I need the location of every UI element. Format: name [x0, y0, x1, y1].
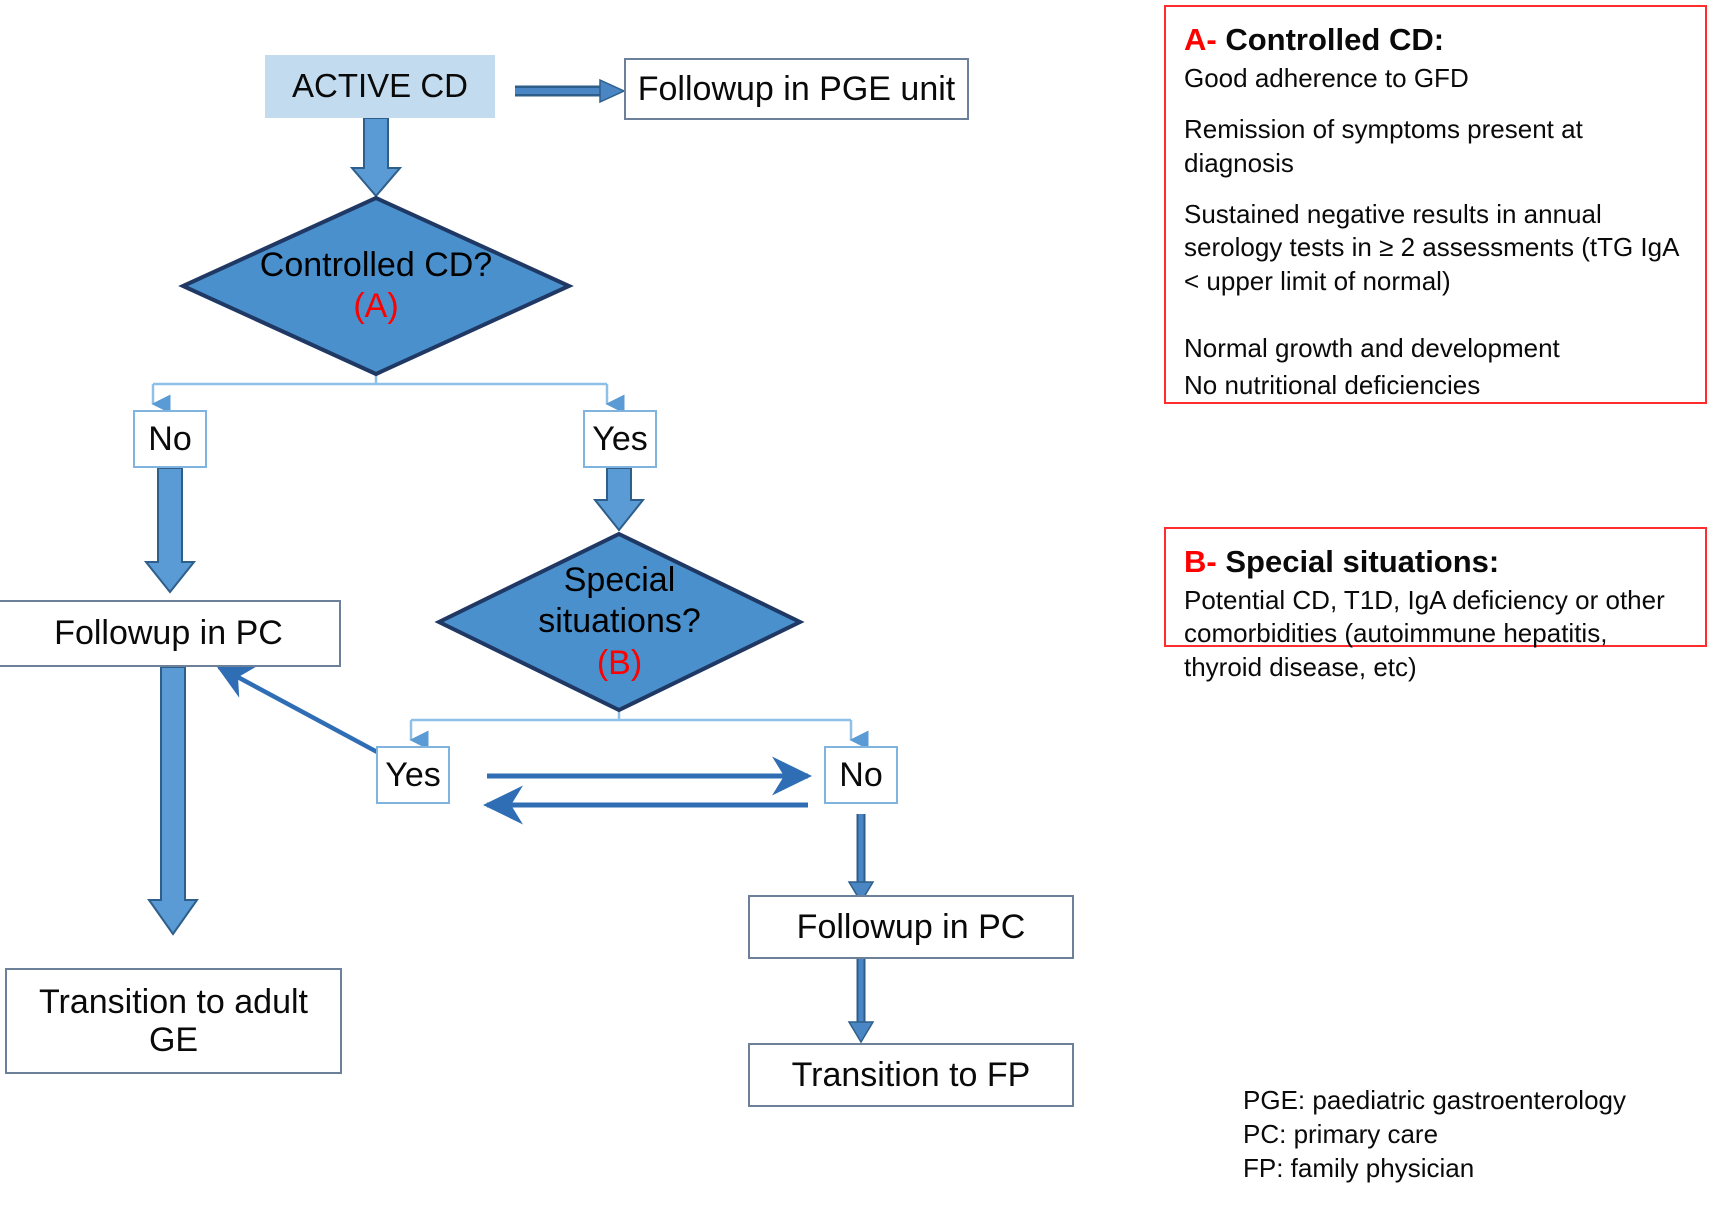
- panel-a-letter: A-: [1184, 22, 1217, 57]
- panel-a-item-1: Remission of symptoms present at diagnos…: [1184, 114, 1583, 178]
- node-decision-controlled-cd[interactable]: Controlled CD? (A): [178, 195, 574, 377]
- node-transition-adult-ge[interactable]: Transition to adult GE: [5, 968, 342, 1074]
- branch-b-yes[interactable]: Yes: [376, 746, 450, 804]
- decision-b-shape: [434, 531, 805, 713]
- branch-a-yes-label: Yes: [592, 419, 648, 458]
- node-followup-pge-unit-label: Followup in PGE unit: [637, 69, 956, 108]
- panel-a-item-2: Sustained negative results in annual ser…: [1184, 198, 1679, 296]
- arrow-active-to-decision-a: [349, 117, 403, 198]
- panel-b-item-0: Potential CD, T1D, IgA deficiency or oth…: [1184, 585, 1665, 682]
- node-transition-adult-ge-line2: GE: [148, 1021, 199, 1059]
- node-transition-fp-label: Transition to FP: [791, 1055, 1031, 1094]
- panel-a-item-4: No nutritional deficiencies: [1184, 370, 1481, 401]
- connector-decision-b-split: [409, 712, 869, 750]
- node-active-cd[interactable]: ACTIVE CD: [265, 55, 495, 118]
- branch-b-no-label: No: [839, 755, 883, 794]
- node-transition-adult-ge-line1: Transition to adult: [39, 982, 308, 1021]
- node-followup-pc-right[interactable]: Followup in PC: [748, 895, 1074, 959]
- legend-abbreviations: PGE: paediatric gastroenterology PC: pri…: [1243, 1084, 1626, 1185]
- branch-a-no[interactable]: No: [133, 410, 207, 468]
- arrow-no-b-to-followup-pc-right: [847, 814, 875, 904]
- node-decision-special-situations[interactable]: Special situations? (B): [434, 531, 805, 713]
- legend-line-fp: FP: family physician: [1243, 1152, 1475, 1183]
- legend-line-pc: PC: primary care: [1243, 1118, 1439, 1149]
- node-transition-fp[interactable]: Transition to FP: [748, 1043, 1074, 1107]
- arrow-followup-pc-left-to-transition-ge: [147, 666, 199, 936]
- panel-b-title: B- Special situations:: [1184, 543, 1687, 580]
- arrow-yes-b-to-followup-pc-left: [215, 665, 394, 762]
- branch-b-no[interactable]: No: [824, 746, 898, 804]
- branch-a-no-label: No: [148, 419, 192, 458]
- arrow-no-to-followup-pc-left: [143, 467, 197, 594]
- arrow-yes-to-decision-b: [592, 467, 646, 532]
- panel-a-title: A- Controlled CD:: [1184, 21, 1687, 58]
- node-followup-pc-left-label: Followup in PC: [54, 614, 283, 653]
- connector-decision-a-split: [151, 375, 625, 414]
- node-followup-pc-right-label: Followup in PC: [796, 907, 1026, 946]
- decision-a-shape: [178, 195, 574, 377]
- node-followup-pge-unit[interactable]: Followup in PGE unit: [624, 58, 969, 120]
- branch-b-yes-label: Yes: [385, 755, 441, 794]
- arrow-active-to-pge: [515, 78, 626, 104]
- panel-b-title-text: Special situations:: [1225, 544, 1500, 579]
- panel-a-item-0: Good adherence to GFD: [1184, 63, 1469, 94]
- panel-controlled-cd: A- Controlled CD: Good adherence to GFD …: [1164, 5, 1707, 404]
- panel-special-situations: B- Special situations: Potential CD, T1D…: [1164, 527, 1707, 682]
- panel-a-item-3: Normal growth and development: [1184, 332, 1560, 363]
- branch-a-yes[interactable]: Yes: [583, 410, 657, 468]
- node-active-cd-label: ACTIVE CD: [291, 67, 469, 105]
- node-followup-pc-left[interactable]: Followup in PC: [0, 600, 341, 667]
- panel-a-title-text: Controlled CD:: [1225, 22, 1445, 57]
- arrow-followup-pc-right-to-transition-fp: [847, 959, 875, 1044]
- legend-line-pge: PGE: paediatric gastroenterology: [1243, 1085, 1626, 1115]
- panel-b-letter: B-: [1184, 544, 1217, 579]
